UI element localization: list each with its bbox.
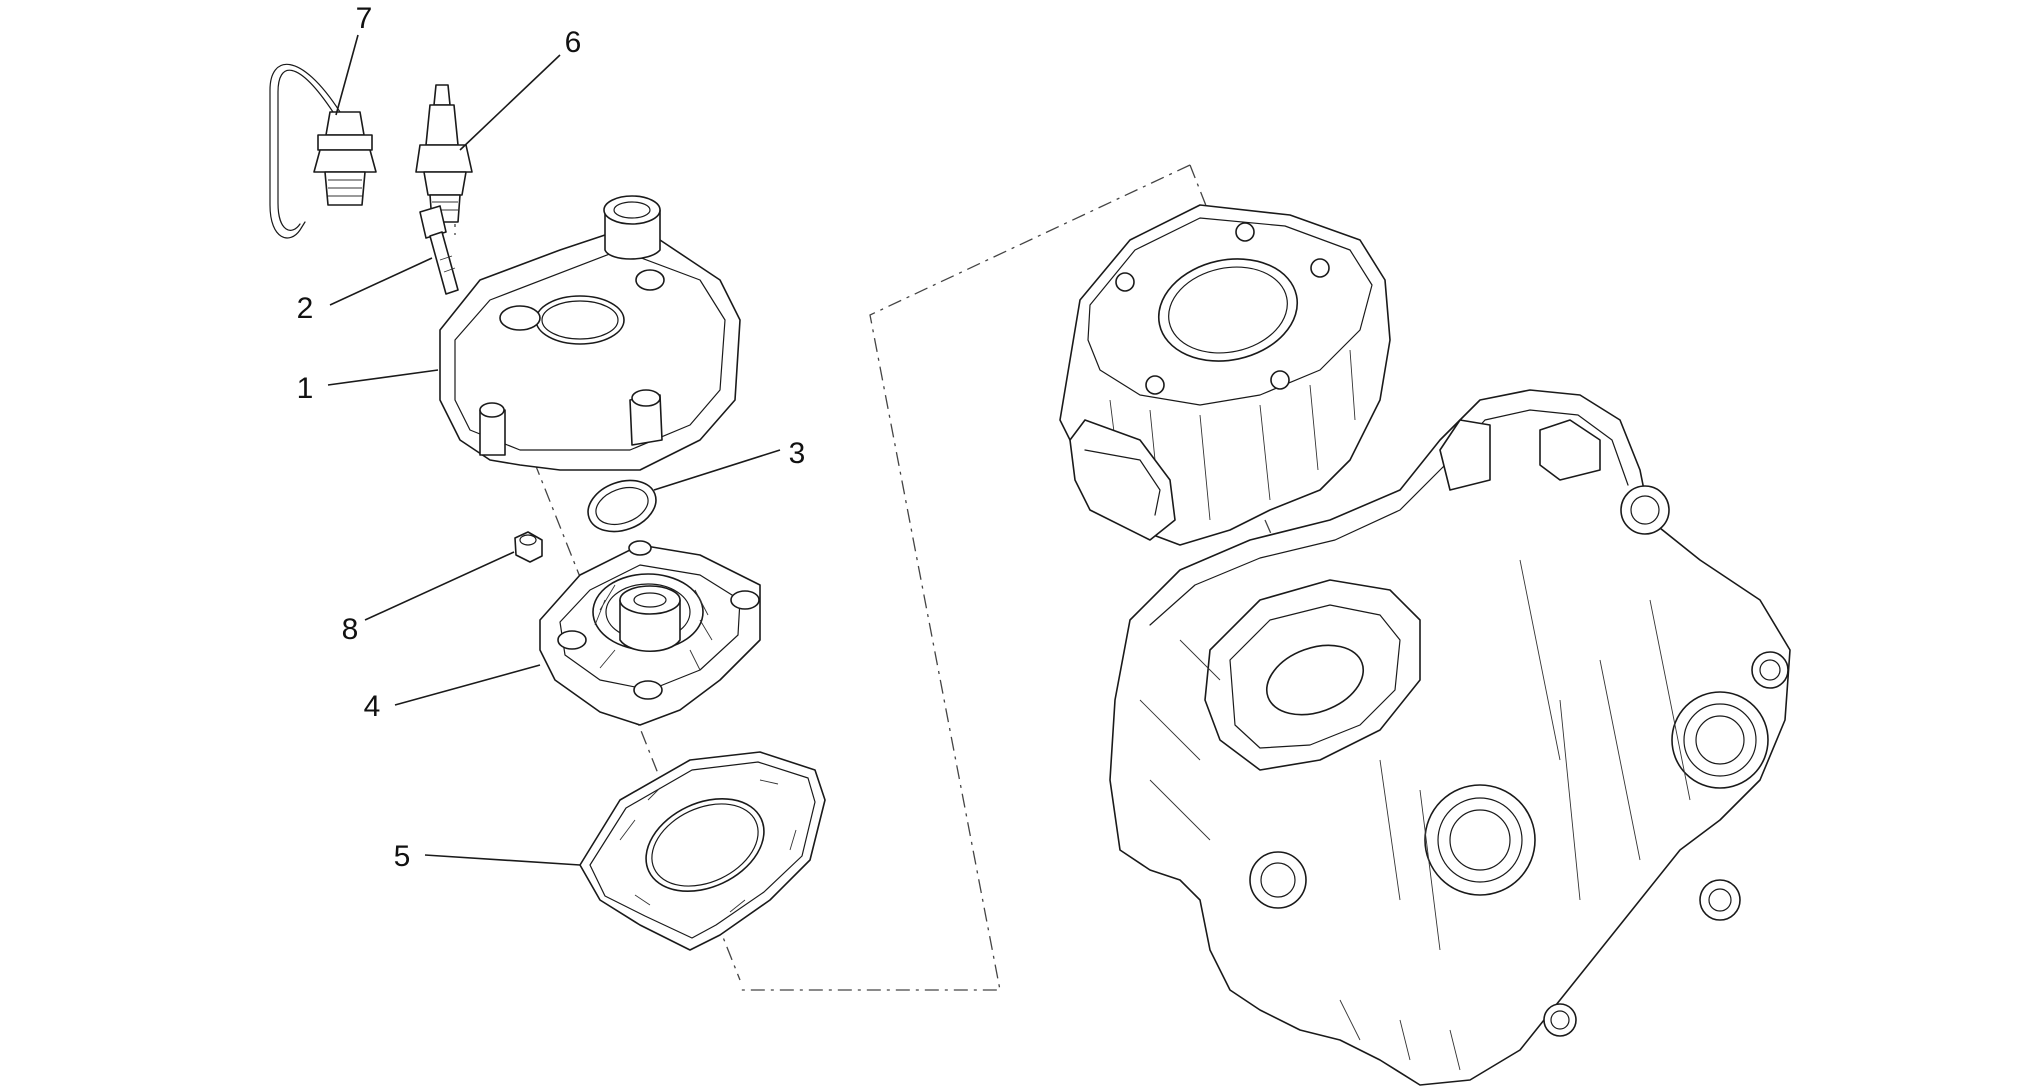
leader-line-2 xyxy=(329,257,433,306)
callout-5: 5 xyxy=(394,840,411,873)
part-5-head-gasket xyxy=(579,751,826,951)
part-4-cylinder-head xyxy=(539,540,761,726)
cylinder-block xyxy=(1059,204,1391,546)
callout-2: 2 xyxy=(297,292,314,325)
part-1-cylinder-head-cover xyxy=(439,195,741,471)
part-3-o-ring xyxy=(587,479,657,533)
crankcase xyxy=(1109,389,1791,1086)
callout-4: 4 xyxy=(364,690,381,723)
part-6-spark-plug xyxy=(415,84,473,223)
leader-line-4 xyxy=(394,664,541,706)
leader-line-1 xyxy=(327,369,439,386)
callout-1: 1 xyxy=(297,372,314,405)
leader-line-8 xyxy=(364,551,515,621)
part-8-nut xyxy=(514,531,543,563)
leader-lines xyxy=(327,34,781,866)
leader-line-6 xyxy=(459,54,561,151)
callout-6: 6 xyxy=(565,26,582,59)
callout-labels: 7 6 2 1 3 8 4 5 xyxy=(297,2,806,873)
leader-line-5 xyxy=(424,854,581,866)
callout-3: 3 xyxy=(789,437,806,470)
leader-line-3 xyxy=(653,449,781,491)
leader-line-7 xyxy=(335,34,359,116)
part-2-bolt xyxy=(419,205,459,295)
callout-8: 8 xyxy=(342,613,359,646)
callout-7: 7 xyxy=(356,2,373,35)
part-7-spark-plug-with-wire xyxy=(269,63,377,239)
